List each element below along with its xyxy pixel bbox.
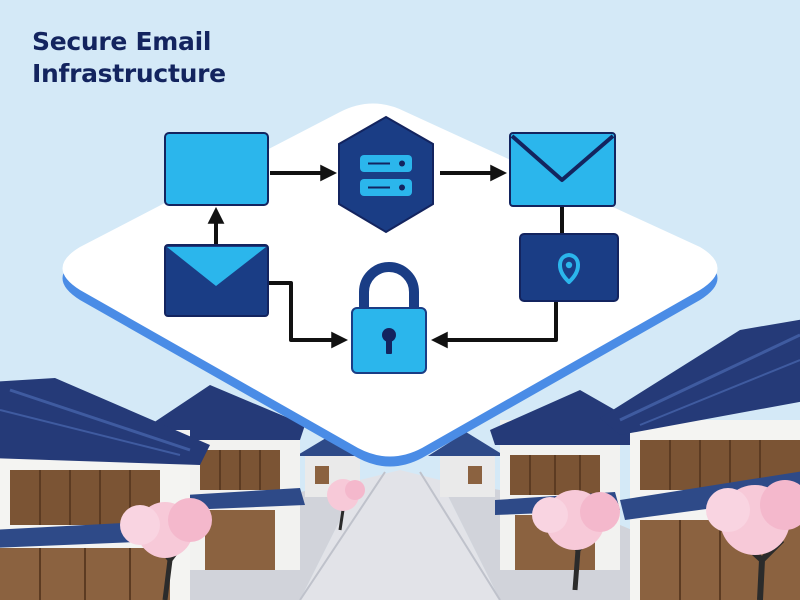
server-icon (360, 155, 412, 196)
arrow-outbound-to-lock (436, 206, 564, 340)
location-gateway-node (519, 233, 619, 302)
cherry-tree-left (120, 498, 212, 600)
outbound-mail-node (509, 132, 616, 207)
road-edge-right (419, 471, 501, 600)
page-title: Secure Email Infrastructure (32, 26, 226, 90)
inbound-mail-node (164, 132, 269, 206)
cherry-tree-mid-left (327, 479, 365, 531)
envelope-icon (164, 244, 269, 317)
building-right-front (600, 319, 800, 600)
street-scene (0, 319, 800, 600)
local-mail-node (164, 244, 269, 317)
building-left-mid (150, 385, 305, 570)
map-pin-icon (558, 253, 580, 284)
road-edge-left (299, 471, 386, 600)
title-line-1: Secure Email (32, 27, 212, 56)
cherry-tree-right (706, 480, 800, 600)
arrow-local-to-lock (268, 281, 349, 349)
encryption-node (351, 262, 427, 374)
title-line-2: Infrastructure (32, 59, 226, 88)
mail-server-node (338, 115, 434, 234)
connectors (207, 164, 564, 349)
padlock-icon (351, 262, 427, 374)
envelope-icon (509, 132, 616, 207)
cherry-tree-mid-right (532, 490, 620, 591)
building-far-right (428, 432, 505, 497)
